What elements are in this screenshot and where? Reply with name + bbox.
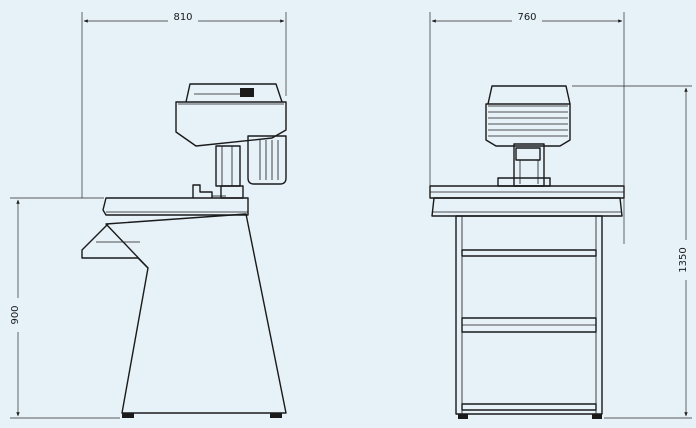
front-frame [455,215,603,415]
side-foot-left [122,413,134,418]
dim-label-front-width: 760 [517,12,536,23]
side-foot-right [270,413,282,418]
side-pedestal [105,213,287,414]
side-bracket [192,184,213,198]
front-head-fins [488,111,568,137]
front-foot-left [458,414,468,419]
side-head-cap [185,83,283,103]
front-column-block [515,147,541,161]
dim-label-table-height: 900 [10,305,21,324]
front-head-cap [487,85,571,105]
front-lower-rail [461,403,597,411]
dim-overall-height: 1350 [572,85,692,419]
dim-side-width: 810 [81,11,287,198]
side-head-housing [175,101,287,147]
dim-label-side-width: 810 [173,12,192,23]
side-table-top [102,197,249,216]
dim-table-height: 900 [10,197,120,419]
front-foot-right [592,414,602,419]
front-view [429,85,625,419]
front-table-top [431,197,623,217]
side-column-base [220,185,244,199]
side-chute [81,223,149,269]
dim-label-overall-height: 1350 [678,247,689,272]
side-motor-fins [259,140,279,180]
side-view [81,83,287,418]
dim-front-width: 760 [429,11,625,244]
front-head-housing [485,103,571,147]
front-upper-rail [461,249,597,257]
side-column [215,145,241,187]
side-head-badge [240,88,254,97]
side-motor [247,135,287,185]
front-column-base [497,177,551,187]
